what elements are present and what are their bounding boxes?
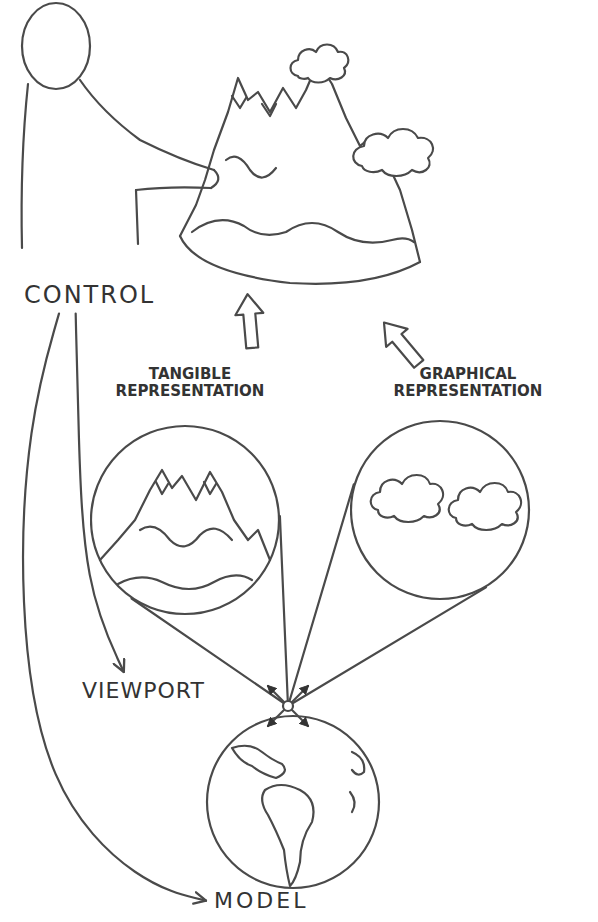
snow-cap — [262, 104, 276, 116]
stick-figure — [22, 3, 219, 248]
circle-outline — [350, 366, 590, 601]
figure-arm — [80, 80, 214, 170]
compass-arrow — [292, 686, 308, 702]
figure-body — [136, 190, 138, 244]
circle-outline — [90, 366, 290, 616]
globe-outline — [207, 716, 379, 888]
zoom-circle-outline — [91, 426, 279, 614]
continent — [350, 792, 355, 812]
compass-arrow — [292, 710, 308, 726]
zoom-line — [288, 484, 354, 706]
snow-cap — [232, 96, 246, 108]
concept-text: MODEL — [214, 888, 308, 913]
continent — [352, 752, 364, 775]
concept-label: MODEL — [210, 886, 312, 915]
snow-cap — [156, 482, 168, 494]
mountain-ridge — [226, 157, 276, 178]
figure-arm — [136, 187, 211, 190]
hollow-arrow — [373, 314, 429, 373]
cloud — [449, 483, 521, 530]
earth-globe — [207, 716, 379, 888]
hollow-arrow — [234, 293, 267, 349]
zoom-circle-outline — [351, 421, 529, 599]
landscape-base — [180, 236, 420, 284]
concept-text: VIEWPORT — [82, 678, 205, 703]
curved-arrow — [76, 314, 124, 672]
circle-heading: TANGIBLE REPRESENTATION — [90, 366, 290, 401]
continent — [232, 746, 285, 778]
mountain-outline — [100, 470, 270, 560]
circle-heading: GRAPHICAL REPRESENTATION — [368, 366, 568, 401]
cloud — [291, 45, 349, 83]
zoom-circle: GRAPHICAL REPRESENTATION — [350, 366, 590, 601]
mountain-ridge — [118, 575, 252, 589]
continent — [262, 785, 313, 886]
actor-label: CONTROL — [20, 280, 159, 312]
zoom-circle: TANGIBLE REPRESENTATION — [90, 366, 290, 616]
zoom-line — [280, 516, 288, 706]
landscape-model — [180, 45, 433, 284]
mountain-sketch — [100, 470, 270, 589]
snow-cap — [204, 482, 216, 494]
compass-arrow — [268, 686, 284, 702]
viewport-marker — [268, 686, 308, 726]
figure-body — [22, 84, 28, 248]
figure-head — [22, 3, 90, 89]
concept-text: CONTROL — [24, 282, 155, 310]
compass-arrow — [268, 710, 284, 726]
curved-arrow — [23, 314, 206, 901]
concept-label: VIEWPORT — [78, 676, 209, 705]
figure-hand — [211, 170, 218, 188]
mountain-ridge — [192, 220, 414, 242]
cloud — [353, 129, 433, 176]
mountain-ridge — [140, 527, 232, 547]
cloud — [371, 475, 443, 522]
